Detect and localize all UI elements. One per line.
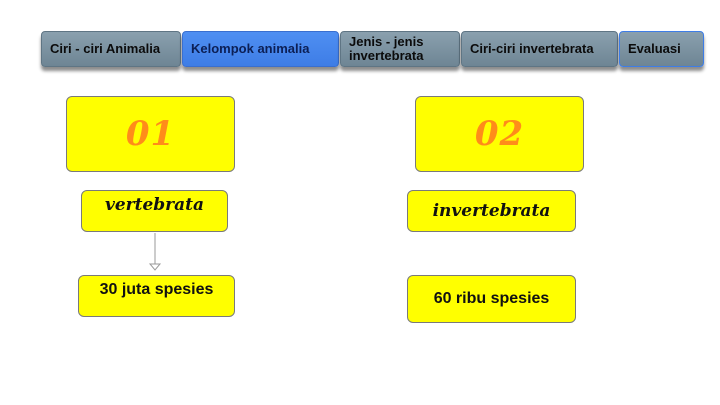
tab-ciri-ciri-animalia[interactable]: Ciri - ciri Animalia (41, 31, 181, 67)
group-name: invertebrata (432, 201, 551, 221)
tab-jenis-jenis-invertebrata[interactable]: Jenis - jenis invertebrata (340, 31, 460, 67)
tab-label: Kelompok animalia (191, 41, 310, 56)
tab-label: Ciri - ciri Animalia (50, 41, 161, 56)
group-number: 02 (474, 114, 525, 154)
tab-evaluasi[interactable]: Evaluasi (619, 31, 704, 67)
tab-label: Evaluasi (628, 41, 681, 56)
tab-label: Jenis - jenis invertebrata (349, 34, 424, 63)
tab-label: Ciri-ciri invertebrata (470, 41, 594, 56)
species-box-invertebrata: 60 ribu spesies (407, 275, 576, 323)
species-count: 60 ribu spesies (433, 290, 550, 307)
species-count: 30 juta spesies (99, 281, 214, 298)
tab-kelompok-animalia[interactable]: Kelompok animalia (182, 31, 339, 67)
group-name: vertebrata (104, 195, 205, 215)
species-box-vertebrata: 30 juta spesies (78, 275, 235, 317)
tab-ciri-ciri-invertebrata[interactable]: Ciri-ciri invertebrata (461, 31, 618, 67)
group-number-box-01: 01 (66, 96, 235, 172)
group-number: 01 (125, 114, 176, 154)
group-name-box-vertebrata: vertebrata (81, 190, 228, 232)
group-number-box-02: 02 (415, 96, 584, 172)
group-name-box-invertebrata: invertebrata (407, 190, 576, 232)
